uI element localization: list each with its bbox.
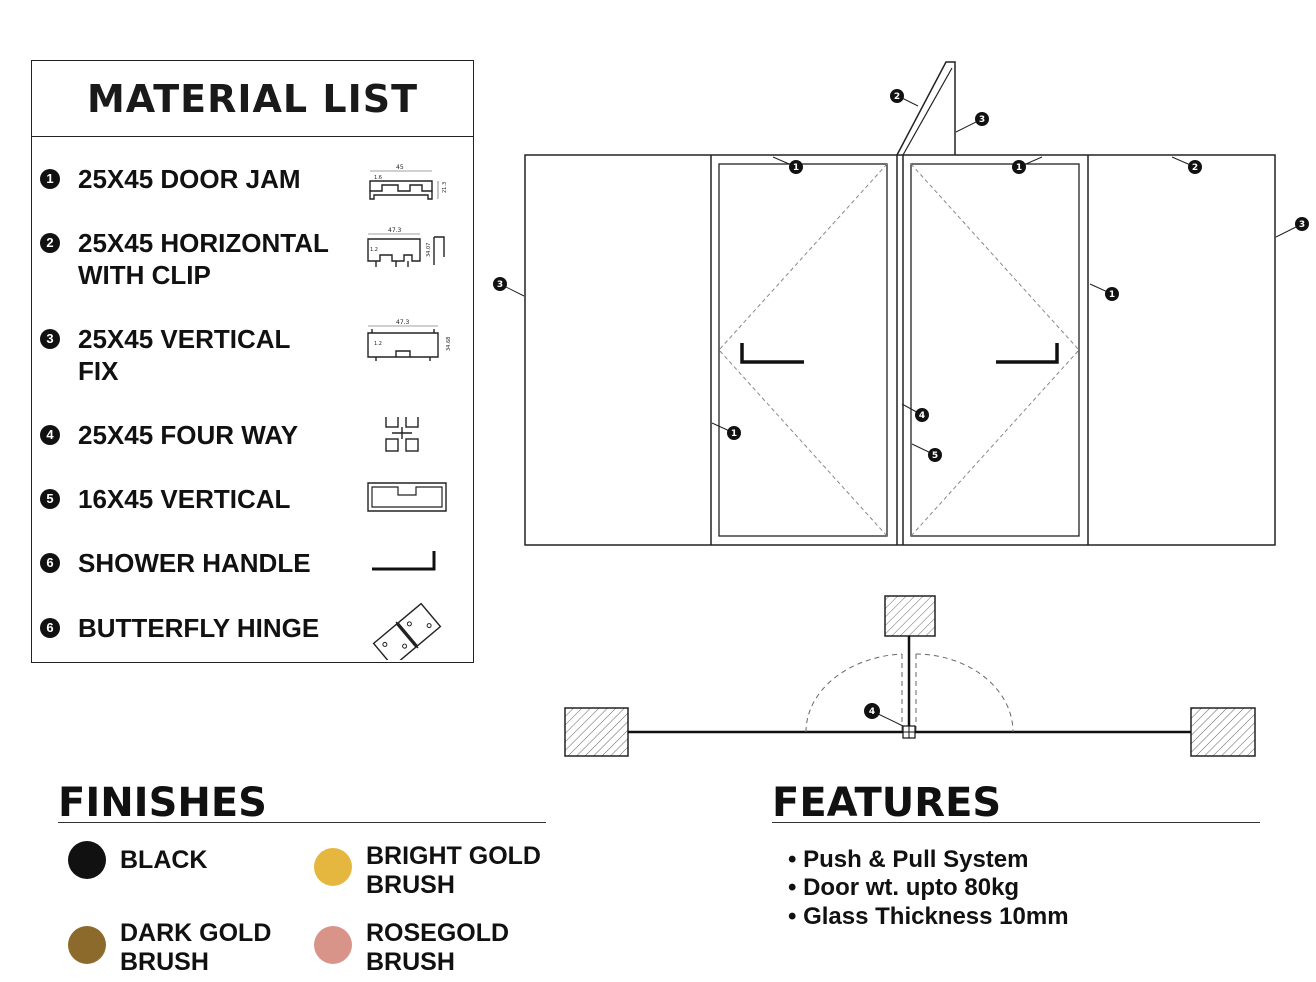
svg-text:1: 1: [1109, 290, 1115, 300]
top-wall-section: [884, 595, 936, 637]
four-way-connector-icon: [385, 417, 419, 452]
right-door-glass: [910, 163, 1080, 537]
item-number: 6: [40, 553, 60, 573]
svg-text:21.3: 21.3: [442, 182, 448, 193]
svg-text:34.07: 34.07: [426, 243, 432, 257]
svg-text:1: 1: [1016, 163, 1022, 173]
item-label: 16X45 VERTICAL: [78, 484, 291, 514]
feature-item: • Push & Pull System: [788, 846, 1029, 873]
item-label: 25X45 FOUR WAY: [78, 420, 299, 450]
item-number: 2: [40, 233, 60, 253]
left-wall-section: [564, 707, 629, 757]
finish-label-bright-gold: BRIGHT GOLD BRUSH: [366, 842, 541, 899]
horizontal-with-clip-profile-icon: 47.3 1.2 34.07: [367, 227, 445, 267]
door-jam-profile-icon: 45 1.6 21.3: [369, 164, 448, 200]
svg-text:1.2: 1.2: [374, 341, 382, 347]
item-number: 4: [40, 425, 60, 445]
item-number: 1: [40, 169, 60, 189]
svg-text:3: 3: [497, 280, 503, 290]
item-number: 6: [40, 618, 60, 638]
feature-item: • Glass Thickness 10mm: [788, 903, 1069, 930]
left-shower-handle: [740, 343, 804, 364]
finish-swatch-bright-gold: [314, 848, 352, 886]
callout-bubble: 3: [493, 277, 507, 291]
elevation-view: [524, 61, 1276, 546]
svg-text:2: 2: [1192, 163, 1198, 173]
svg-text:4: 4: [869, 707, 875, 717]
vertical-fix-profile-icon: 47.3 1.2 34.68: [367, 319, 452, 361]
plan-view: [564, 595, 1256, 757]
features-divider: [772, 822, 1260, 823]
callout-bubble: 1: [1105, 287, 1119, 301]
svg-text:1: 1: [731, 429, 737, 439]
svg-text:4: 4: [919, 411, 925, 421]
finishes-heading: FINISHES: [58, 780, 267, 826]
vertical-16x45-profile-icon: [367, 482, 447, 512]
shower-handle-icon: [372, 551, 436, 571]
finish-label-dark-gold: DARK GOLD BRUSH: [120, 919, 272, 976]
finish-label-black: BLACK: [120, 846, 208, 874]
item-label: 25X45 HORIZONTAL WITH CLIP: [78, 228, 329, 290]
svg-text:1.6: 1.6: [374, 175, 382, 181]
finish-swatch-black: [68, 841, 106, 879]
item-label: 25X45 DOOR JAM: [78, 164, 301, 194]
material-list-title: MATERIAL LIST: [32, 61, 473, 137]
callout-bubble: 3: [1295, 217, 1309, 231]
item-number: 5: [40, 489, 60, 509]
callout-bubble: 3: [975, 112, 989, 126]
svg-text:3: 3: [979, 115, 985, 125]
callout-bubble: 1: [1012, 160, 1026, 174]
shower-door-drawing: 2 3 1 1 2 3 3 1 1 4 5 4: [493, 61, 1309, 757]
svg-text:45: 45: [396, 164, 404, 171]
item-number: 3: [40, 329, 60, 349]
outer-frame: [524, 154, 1276, 546]
item-label: SHOWER HANDLE: [78, 548, 311, 578]
callout-bubble: 4: [915, 408, 929, 422]
svg-text:47.3: 47.3: [388, 227, 402, 234]
feature-item: • Door wt. upto 80kg: [788, 874, 1020, 901]
right-shower-handle: [996, 343, 1059, 364]
svg-text:34.68: 34.68: [446, 337, 452, 351]
callout-bubble: 1: [727, 426, 741, 440]
item-label: BUTTERFLY HINGE: [78, 613, 320, 643]
svg-text:5: 5: [932, 451, 938, 461]
svg-text:1: 1: [793, 163, 799, 173]
finish-swatch-dark-gold: [68, 926, 106, 964]
svg-text:2: 2: [894, 92, 900, 102]
right-wall-section: [1190, 707, 1256, 757]
finish-label-rosegold: ROSEGOLD BRUSH: [366, 919, 510, 976]
butterfly-hinge-icon: [372, 602, 442, 660]
callout-bubble: 2: [1188, 160, 1202, 174]
item-label: 25X45 VERTICAL FIX: [78, 324, 291, 386]
callout-bubble: 2: [890, 89, 904, 103]
finishes-divider: [58, 822, 546, 823]
callout-bubble: 1: [789, 160, 803, 174]
left-door-glass: [718, 163, 888, 537]
svg-text:1.2: 1.2: [370, 247, 378, 253]
features-heading: FEATURES: [772, 780, 1002, 826]
callout-bubble: 4: [864, 703, 880, 719]
svg-text:47.3: 47.3: [396, 319, 410, 326]
callout-bubble: 5: [928, 448, 942, 462]
material-list-panel: MATERIAL LIST 1 25X45 DOOR JAM 45 1.6 21…: [31, 60, 474, 663]
svg-text:3: 3: [1299, 220, 1305, 230]
finish-swatch-rosegold: [314, 926, 352, 964]
